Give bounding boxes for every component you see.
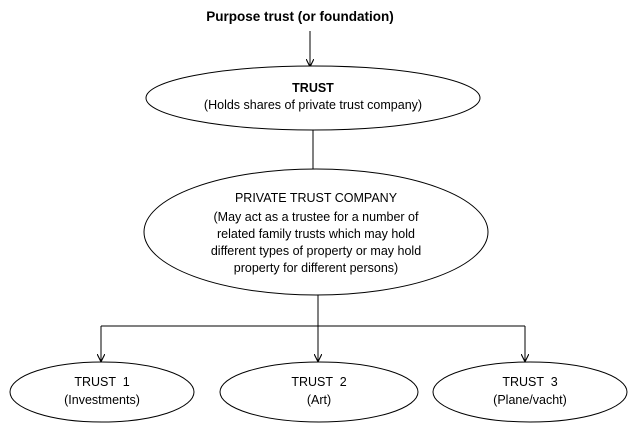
trust-2-title: TRUST 2 — [291, 375, 347, 389]
ptc-title: PRIVATE TRUST COMPANY — [234, 191, 398, 205]
trust-desc: (Holds shares of private trust company) — [203, 98, 423, 112]
trust-1-desc: (Investments) — [64, 393, 140, 407]
trust-1-title: TRUST 1 — [74, 375, 130, 389]
trust-3-node — [432, 361, 628, 423]
trust-title: TRUST — [292, 81, 334, 95]
trust-2-node — [219, 361, 419, 423]
trust-3-desc: (Plane/vacht) — [493, 393, 567, 407]
trust-3-title: TRUST 3 — [502, 375, 558, 389]
ptc-desc-line: different types of property or may hold — [210, 244, 422, 258]
trust-1-node — [9, 361, 195, 423]
ptc-desc-line: related family trusts which may hold — [217, 227, 415, 241]
trust-2-desc: (Art) — [306, 393, 332, 407]
ptc-desc-line: property for different persons) — [233, 261, 399, 275]
ptc-desc-line: (May act as a trustee for a number of — [213, 210, 419, 224]
header-title: Purpose trust (or foundation) — [206, 9, 394, 24]
ptc-node — [143, 168, 489, 296]
